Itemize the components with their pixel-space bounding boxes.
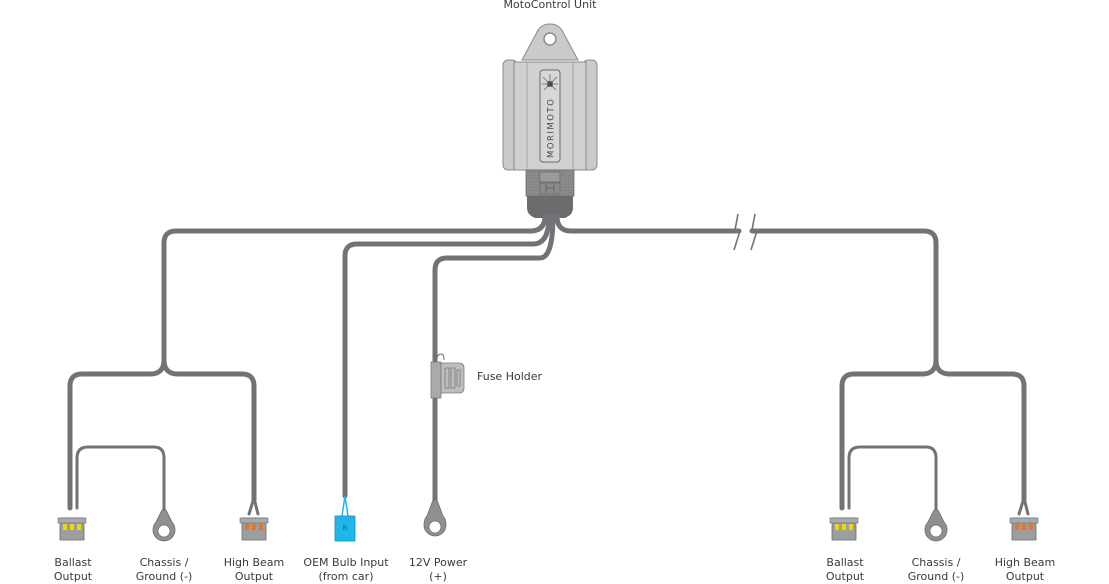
- label-line1: Chassis /: [139, 556, 189, 569]
- label-line2: (+): [429, 570, 447, 583]
- label-line2: Ground (-): [135, 570, 193, 583]
- wire-left-split-l: [67, 357, 167, 511]
- wire-right-split-r: [933, 357, 1027, 503]
- label-12v-power: 12V Power (+): [409, 556, 467, 584]
- label-left-chassis: Chassis / Ground (-): [136, 556, 193, 584]
- label-line2: Output: [825, 570, 865, 583]
- power-ring-terminal: [423, 499, 447, 537]
- wire-right-trunk: [554, 213, 742, 234]
- label-oem-input: OEM Bulb Input (from car): [303, 556, 388, 584]
- ground-ring-terminal-right: [924, 509, 948, 542]
- ballast-connector-right: [829, 517, 859, 541]
- harness-wires: [67, 213, 1030, 516]
- logo-plate: [539, 69, 561, 163]
- wire-right-ground-loop: [847, 445, 938, 512]
- label-line1: OEM Bulb Input: [303, 556, 389, 569]
- connector-boot: [527, 196, 573, 218]
- wire-left-split-r: [161, 357, 257, 503]
- label-line2: Output: [1005, 570, 1045, 583]
- length-break-symbol: [733, 213, 759, 251]
- label-line2: Output: [53, 570, 93, 583]
- highbeam-connector-left: [239, 517, 269, 541]
- sun-logo-icon: [542, 74, 558, 91]
- mounting-hole: [543, 32, 557, 46]
- control-unit-title: MotoControl Unit: [503, 0, 597, 11]
- label-line1: Ballast: [826, 556, 864, 569]
- wire-12v: [432, 213, 556, 503]
- wire-oem-input: [342, 213, 552, 499]
- brand-text: MORIMOTO: [547, 98, 557, 158]
- label-line1: Ballast: [54, 556, 92, 569]
- label-line1: Chassis /: [911, 556, 961, 569]
- label-right-ballast: Ballast Output: [826, 556, 864, 584]
- fuse-holder-label: Fuse Holder: [477, 370, 543, 383]
- label-right-highbeam: High Beam Output: [995, 556, 1056, 584]
- label-line2: Ground (-): [907, 570, 965, 583]
- label-line1: High Beam: [223, 556, 285, 569]
- ground-ring-terminal-left: [152, 509, 176, 542]
- ballast-connector-left: [57, 517, 87, 541]
- label-line2: (from car): [318, 570, 374, 583]
- wire-right-trunk-2: [749, 228, 939, 363]
- wire-left-hb-fork-b: [252, 496, 260, 516]
- wire-right-split-l: [839, 357, 939, 511]
- fuse-holder-icon: [430, 353, 465, 399]
- label-line1: High Beam: [994, 556, 1056, 569]
- label-left-highbeam: High Beam Output: [224, 556, 285, 584]
- highbeam-connector-right: [1009, 517, 1039, 541]
- label-right-chassis: Chassis / Ground (-): [908, 556, 965, 584]
- label-line1: 12V Power: [408, 556, 468, 569]
- label-line2: Output: [234, 570, 274, 583]
- oem-connector-letter: B: [343, 524, 348, 532]
- label-left-ballast: Ballast Output: [54, 556, 92, 584]
- oem-bulb-connector: B: [334, 495, 356, 542]
- wire-right-hb-fork-b: [1022, 496, 1030, 516]
- wire-left-trunk: [161, 213, 548, 363]
- wire-left-ground-loop: [75, 445, 166, 512]
- control-unit: MORIMOTO: [502, 23, 598, 218]
